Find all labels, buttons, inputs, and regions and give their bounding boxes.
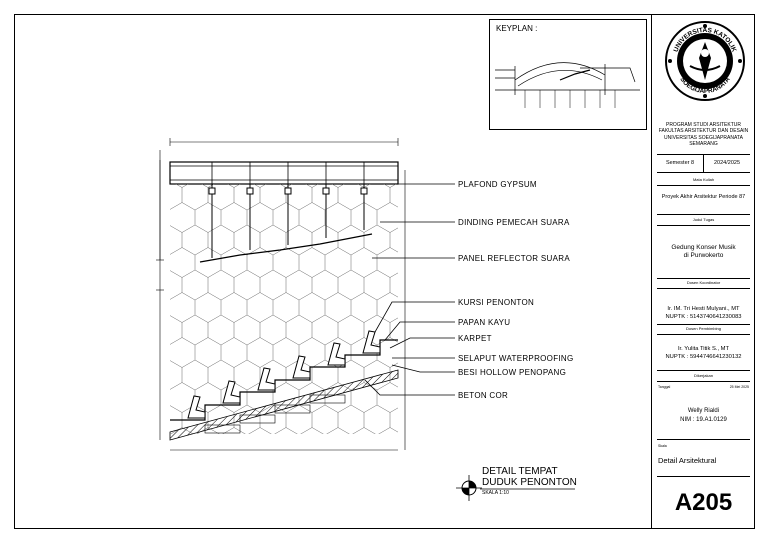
skala-label: Skala: [658, 444, 667, 448]
reflector-hangers: [208, 184, 368, 258]
semester-cell: Semester 8: [657, 154, 704, 172]
pembimbing-name: Ir. Yulita Titik S., MT: [677, 346, 730, 352]
keyplan-box: KEYPLAN :: [489, 19, 647, 130]
tanggal-label: Tanggal: [658, 385, 671, 389]
tanggal-value: 25 Mei 2025: [729, 385, 749, 389]
label-selaput: SELAPUT WATERPROOFING: [458, 354, 574, 363]
dikerjakan-label: Dikerjakan: [694, 373, 713, 378]
koordinator-nuptk: NUPTK : 5143740641230083: [665, 314, 742, 320]
year-cell: 2024/2025: [714, 160, 740, 166]
koordinator-name: Ir. IM. Tri Hesti Mulyani., MT: [667, 306, 740, 312]
semester-row: Semester 8 2024/2025: [657, 154, 750, 173]
university-logo-icon: UNIVERSITAS KATOLIK SOEGIJAPRANATA: [665, 21, 745, 101]
detail-callout-symbol: [456, 475, 575, 501]
judul-value: Gedung Konser Musik di Purwokerto: [671, 244, 736, 260]
label-dinding: DINDING PEMECAH SUARA: [458, 218, 570, 227]
matakuliah-value: Proyek Akhir Arsitektur Periode 87: [661, 194, 746, 200]
label-plafond: PLAFOND GYPSUM: [458, 180, 537, 189]
judul-label: Judul Tugas: [692, 217, 715, 222]
title-block: UNIVERSITAS KATOLIK SOEGIJAPRANATA PROGR…: [651, 14, 755, 529]
sheet-number: A205: [674, 489, 733, 516]
koordinator-label: Dosen Koordinator: [686, 280, 721, 285]
label-beton: BETON COR: [458, 391, 509, 400]
sheet-title: Detail Arsitektural: [658, 456, 717, 465]
label-besi: BESI HOLLOW PENOPANG: [458, 368, 567, 377]
program-text: PROGRAM STUDI ARSITEKTUR FAKULTAS ARSITE…: [658, 122, 749, 147]
seating-steps: [169, 339, 399, 441]
detail-scale: SKALA 1:10: [482, 490, 509, 496]
label-panel: PANEL REFLECTOR SUARA: [458, 254, 570, 263]
detail-title-line1: DETAIL TEMPAT: [482, 466, 558, 477]
student-name: Welly Rialdi: [687, 408, 720, 414]
keyplan-title: KEYPLAN :: [496, 24, 538, 33]
pembimbing-nuptk: NUPTK : 5944746641230132: [665, 354, 742, 360]
acoustic-hex-wall: [170, 184, 398, 434]
label-papan: PAPAN KAYU: [458, 318, 511, 327]
leader-lines: [364, 183, 455, 396]
detail-title: DETAIL TEMPAT DUDUK PENONTON: [482, 466, 577, 488]
drawing-sheet-border: [14, 14, 755, 529]
audience-seats: [187, 330, 381, 419]
student-nim: NIM : 19.A1.0129: [680, 417, 727, 423]
pembimbing-label: Dosen Pembimbing: [686, 326, 721, 331]
keyplan-section: [495, 62, 640, 108]
matakuliah-label: Mata Kuliah: [692, 177, 715, 182]
label-kursi: KURSI PENONTON: [458, 298, 535, 307]
detail-title-line2: DUDUK PENONTON: [482, 477, 577, 488]
dimension-lines: [156, 138, 406, 451]
reflector-panel: [199, 233, 373, 263]
label-karpet: KARPET: [458, 334, 492, 343]
